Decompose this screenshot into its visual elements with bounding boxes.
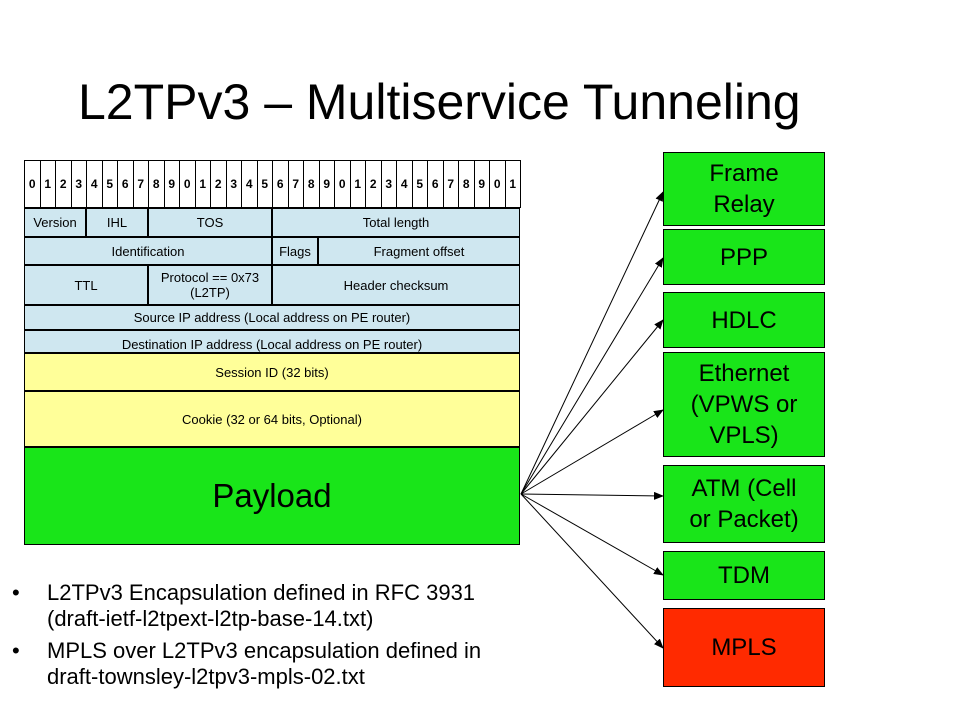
service-mpls: MPLS [663, 608, 825, 687]
bullet-text-line-2: (draft-ietf-l2tpext-l2tp-base-14.txt) [47, 606, 374, 631]
service-frame-relay-line-2: Relay [713, 191, 775, 218]
header-checksum-field: Header checksum [272, 265, 520, 305]
payload-arrow [520, 191, 664, 495]
protocol-field: Protocol == 0x73 (L2TP) [148, 265, 272, 305]
total-length-field: Total length [272, 208, 520, 237]
ttl-field: TTL [24, 265, 148, 305]
payload-arrow [520, 491, 664, 500]
bullet-item: • L2TPv3 Encapsulation defined in RFC 39… [6, 580, 606, 632]
service-ethernet-line-2: (VPWS or [690, 391, 798, 418]
bullet-text-line-1: L2TPv3 Encapsulation defined in RFC 3931 [47, 580, 476, 605]
service-atm: ATM (Cell or Packet) [663, 465, 825, 543]
protocol-line-1: Protocol == 0x73 [160, 270, 260, 285]
payload-arrow [520, 409, 664, 495]
service-frame-relay: Frame Relay [663, 152, 825, 226]
service-ethernet-line-3: VPLS) [709, 422, 779, 449]
service-ethernet-line-1: Ethernet [698, 360, 790, 387]
identification-field: Identification [24, 237, 272, 265]
bit-number-cell: 5 [256, 160, 273, 208]
bullet-list: • L2TPv3 Encapsulation defined in RFC 39… [6, 580, 606, 696]
slide-title: L2TPv3 – Multiservice Tunneling [78, 74, 801, 130]
payload-arrow [520, 493, 664, 649]
session-id-field: Session ID (32 bits) [24, 353, 520, 391]
service-atm-line-2: or Packet) [689, 506, 799, 533]
cookie-field: Cookie (32 or 64 bits, Optional) [24, 391, 520, 447]
tos-field: TOS [148, 208, 272, 237]
payload-field: Payload [24, 447, 520, 545]
bit-number-cell: 1 [504, 160, 521, 208]
bullet-dot: • [12, 638, 20, 663]
bit-number-cell: 4 [86, 160, 103, 208]
payload-arrow [520, 493, 664, 576]
flags-field: Flags [272, 237, 318, 265]
service-frame-relay-line-1: Frame [709, 160, 779, 187]
destination-ip-field: Destination IP address (Local address on… [24, 330, 520, 353]
ihl-field: IHL [86, 208, 148, 237]
service-hdlc: HDLC [663, 292, 825, 348]
payload-arrow [520, 257, 664, 495]
protocol-line-2: (L2TP) [190, 285, 230, 300]
service-ethernet: Ethernet (VPWS or VPLS) [663, 352, 825, 457]
source-ip-field: Source IP address (Local address on PE r… [24, 305, 520, 330]
bullet-text-line-2: draft-townsley-l2tpv3-mpls-02.txt [47, 664, 365, 689]
bit-number-cell: 8 [148, 160, 165, 208]
fragment-offset-field: Fragment offset [318, 237, 520, 265]
payload-arrow [520, 319, 664, 495]
service-tdm: TDM [663, 551, 825, 600]
bullet-item: • MPLS over L2TPv3 encapsulation defined… [6, 638, 606, 690]
bullet-text-line-1: MPLS over L2TPv3 encapsulation defined i… [47, 638, 482, 663]
bullet-dot: • [12, 580, 20, 605]
bit-number-cell: 5 [411, 160, 428, 208]
bit-number-cell: 9 [473, 160, 490, 208]
service-ppp: PPP [663, 229, 825, 285]
service-atm-line-1: ATM (Cell [691, 475, 797, 502]
version-field: Version [24, 208, 86, 237]
